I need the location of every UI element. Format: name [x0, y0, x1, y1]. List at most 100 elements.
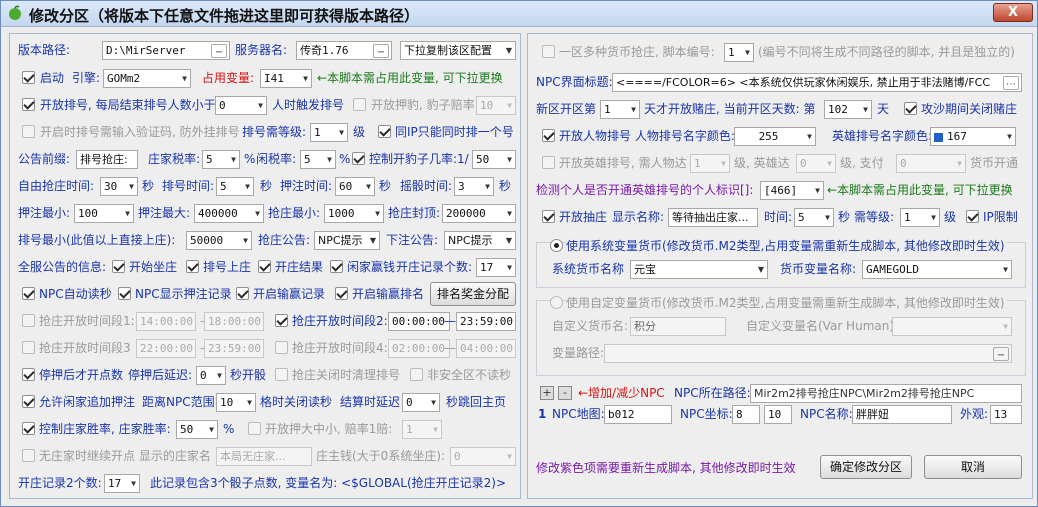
- stop-delay-select[interactable]: 0: [196, 366, 226, 385]
- settle-delay-select[interactable]: 0: [402, 393, 440, 412]
- hero-rank-select2[interactable]: 0: [796, 154, 836, 173]
- distance-select[interactable]: 10: [216, 393, 256, 412]
- p4-end-input[interactable]: 04:00:00: [456, 339, 516, 358]
- hero-rank-select3[interactable]: 0: [896, 154, 966, 173]
- copy-config-select[interactable]: 下拉复制该区配置: [400, 41, 516, 60]
- hero-rank-select[interactable]: 1: [690, 154, 730, 173]
- open-size-checkbox[interactable]: [248, 422, 261, 435]
- need-level-select[interactable]: 1: [900, 208, 940, 227]
- p3-start-input[interactable]: 22:00:00: [136, 339, 196, 358]
- p1-end-input[interactable]: 18:00:00: [204, 312, 264, 331]
- custom-currency-radio[interactable]: [550, 296, 563, 309]
- idle-tax-select[interactable]: 5: [300, 150, 336, 169]
- p4-start-input[interactable]: 02:00:00: [388, 339, 450, 358]
- npc-y-input[interactable]: 10: [764, 405, 792, 424]
- idle-win-checkbox[interactable]: [330, 260, 343, 273]
- cancel-button[interactable]: 取消: [924, 455, 1022, 479]
- new-zone-select[interactable]: 1: [600, 100, 640, 119]
- time-select[interactable]: 5: [794, 208, 834, 227]
- detect-select[interactable]: [466]: [760, 181, 824, 200]
- npc-auto-read-checkbox[interactable]: [22, 287, 35, 300]
- npc-title-input[interactable]: <====/FCOLOR=6> <本系统仅供玩家休闲娱乐, 禁止用于非法赌博/F…: [612, 73, 1022, 92]
- new-zone-day-select[interactable]: 102: [824, 100, 872, 119]
- rank-min-select[interactable]: 50000: [186, 231, 252, 250]
- notice-prefix-input[interactable]: 排号抢庄:: [76, 150, 138, 169]
- grab-min-select[interactable]: 1000: [324, 204, 384, 223]
- currency-var-select[interactable]: GAMEGOLD: [862, 260, 1012, 279]
- no-dealer-checkbox[interactable]: [22, 449, 35, 462]
- version-path-input[interactable]: D:\MirServer: [102, 41, 230, 60]
- same-ip-checkbox[interactable]: [378, 125, 391, 138]
- sys-currency-name-select[interactable]: 元宝: [630, 260, 768, 279]
- control-dice-checkbox[interactable]: [352, 152, 365, 165]
- open-rank-select[interactable]: 0: [215, 96, 267, 115]
- add-npc-button[interactable]: +: [540, 386, 554, 400]
- control-dice-select[interactable]: 50: [472, 150, 516, 169]
- custom-currency-name-input[interactable]: 积分: [630, 317, 726, 336]
- no-dealer-input[interactable]: 本局无庄家...: [216, 447, 312, 466]
- captcha-checkbox[interactable]: [22, 125, 35, 138]
- start-checkbox[interactable]: [22, 71, 35, 84]
- rank-time-select[interactable]: 5: [216, 177, 254, 196]
- p3-end-input[interactable]: 23:59:00: [204, 339, 264, 358]
- remove-npc-button[interactable]: -: [558, 386, 572, 400]
- npc-appearance-input[interactable]: 13: [990, 405, 1022, 424]
- npc-x-input[interactable]: 8: [732, 405, 760, 424]
- win-loss-record-checkbox[interactable]: [236, 287, 249, 300]
- display-name-input[interactable]: 等待抽出庄家...: [668, 208, 758, 227]
- start-sit-checkbox[interactable]: [112, 260, 125, 273]
- p2-end-input[interactable]: 23:59:00: [456, 312, 516, 331]
- char-rank-select[interactable]: 255: [734, 127, 816, 146]
- grab-period4-checkbox[interactable]: [275, 341, 288, 354]
- close-clear-checkbox[interactable]: [275, 368, 288, 381]
- grab-notice-select[interactable]: NPC提示: [314, 231, 380, 250]
- npc-path-input[interactable]: Mir2m2排号抢庄NPC\Mir2m2排号抢庄NPC: [750, 384, 1022, 403]
- npc-map-input[interactable]: b012: [604, 405, 672, 424]
- grab-period2-checkbox[interactable]: [275, 314, 288, 327]
- down-notice-select[interactable]: NPC提示: [444, 231, 516, 250]
- open-bet-select[interactable]: 10: [476, 96, 516, 115]
- p1-start-input[interactable]: 14:00:00: [136, 312, 196, 331]
- rank-level-select[interactable]: 1: [310, 123, 348, 142]
- confirm-modify-button[interactable]: 确定修改分区: [820, 455, 912, 479]
- open-rank-checkbox[interactable]: [22, 98, 35, 111]
- record-count-select[interactable]: 17: [476, 258, 516, 277]
- grab-period1-checkbox[interactable]: [22, 314, 35, 327]
- p2-start-input[interactable]: 00:00:00: [388, 312, 450, 331]
- non-safe-checkbox[interactable]: [410, 368, 423, 381]
- open-bet-checkbox[interactable]: [353, 98, 366, 111]
- open-grab-checkbox[interactable]: [542, 210, 555, 223]
- grab-cap-select[interactable]: 200000: [442, 204, 516, 223]
- npc-show-bet-checkbox[interactable]: [118, 287, 131, 300]
- control-win-checkbox[interactable]: [22, 422, 35, 435]
- npc-name-input[interactable]: 胖胖妞: [852, 405, 952, 424]
- open-size-select[interactable]: 1: [402, 420, 442, 439]
- dealer-tax-select[interactable]: 5: [202, 150, 240, 169]
- end-checkbox[interactable]: [258, 260, 271, 273]
- multi-currency-select[interactable]: 1: [724, 43, 754, 62]
- char-rank-checkbox[interactable]: [542, 129, 555, 142]
- hero-rank-checkbox[interactable]: [542, 156, 555, 169]
- stop-bet-checkbox[interactable]: [22, 368, 35, 381]
- record2-select[interactable]: 17: [104, 474, 140, 493]
- dice-time-select[interactable]: 3: [454, 177, 494, 196]
- win-loss-rank-checkbox[interactable]: [335, 287, 348, 300]
- used-var-select[interactable]: I41: [260, 69, 312, 88]
- free-time-select[interactable]: 30: [100, 177, 138, 196]
- control-win-select[interactable]: 50: [176, 420, 218, 439]
- hero-color-select[interactable]: 167: [930, 127, 1016, 146]
- var-path-input[interactable]: [604, 344, 1012, 363]
- bet-min-select[interactable]: 100: [74, 204, 134, 223]
- server-name-input[interactable]: 传奇1.76: [296, 41, 392, 60]
- allow-idle-checkbox[interactable]: [22, 395, 35, 408]
- ip-limit-checkbox[interactable]: [966, 210, 979, 223]
- close-button[interactable]: X: [993, 3, 1033, 22]
- bet-time-select[interactable]: 60: [335, 177, 375, 196]
- grab-period3-checkbox[interactable]: [22, 341, 35, 354]
- sys-currency-radio[interactable]: [550, 239, 563, 252]
- dealer-money-select[interactable]: 0: [450, 447, 516, 466]
- engine-select[interactable]: GOMm2: [103, 69, 191, 88]
- multi-currency-checkbox[interactable]: [542, 45, 555, 58]
- bet-max-select[interactable]: 400000: [194, 204, 264, 223]
- rank-up-checkbox[interactable]: [186, 260, 199, 273]
